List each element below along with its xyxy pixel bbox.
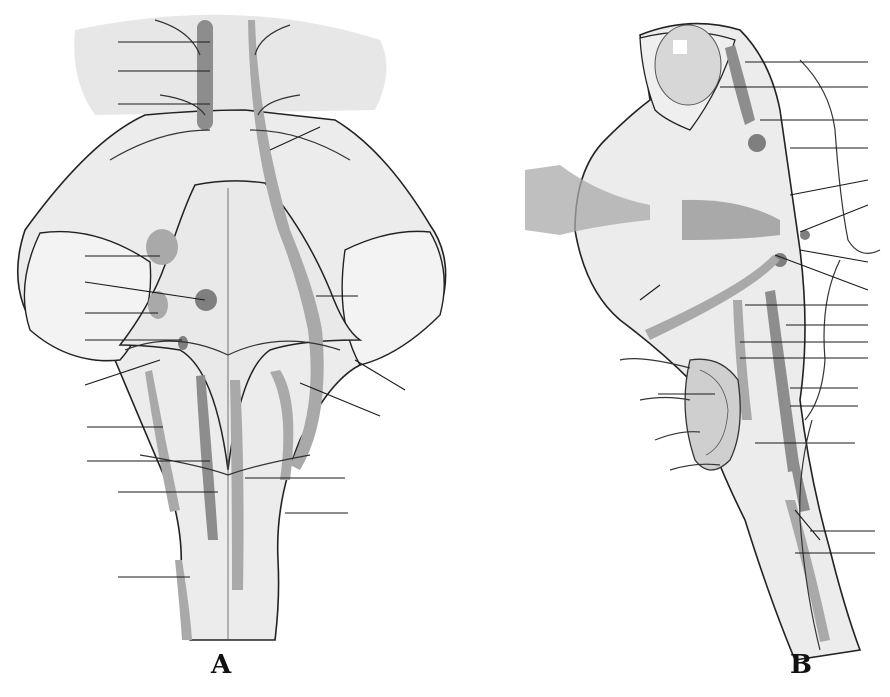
leader-b-7 [800,250,868,262]
panel-a-facial-colliculus [195,289,217,311]
panel-b-olive [685,359,740,470]
panel-a-right-lobe [342,231,444,365]
panel-b-colliculus [655,25,721,105]
panel-b-floor-contour [805,260,840,420]
panel-b-ventricle-contour [800,60,880,253]
panel-b-rootlet-2 [640,398,690,401]
panel-a-tiny-nucleus [178,336,188,350]
panel-b-nucleus-1 [748,134,766,152]
panel-a-label: A [211,650,231,680]
panel-b-drawing [525,24,880,660]
panel-a-drawing [18,15,446,640]
panel-b-white-square [673,40,687,54]
panel-a-upper-nucleus-column [197,20,213,130]
panel-a-nucleus-small [148,291,168,319]
panel-b-label: B [790,650,812,680]
panel-a-superior-shading [74,15,386,115]
leader-b-5 [790,180,868,195]
leader-a-11 [355,360,405,390]
leader-b-6 [800,205,868,232]
panel-a-vestibular-area [146,229,178,265]
